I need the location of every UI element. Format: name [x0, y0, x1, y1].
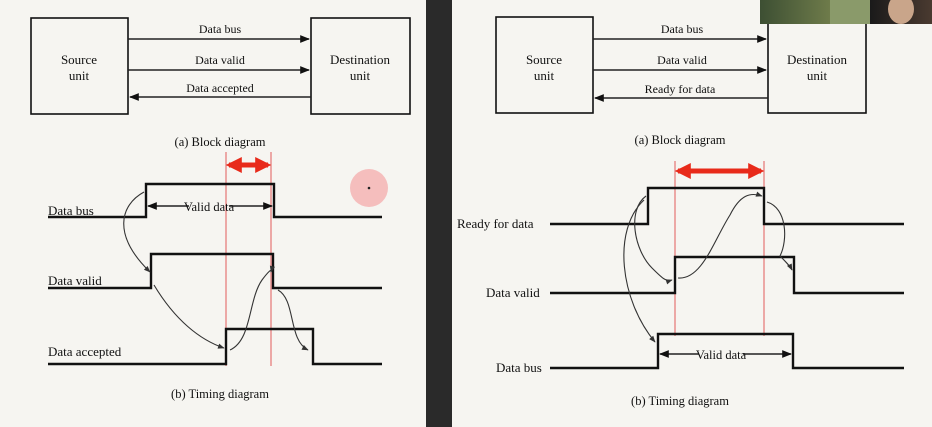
causal-curve-3	[677, 191, 763, 279]
valid-data-label: Valid data	[696, 348, 747, 362]
timing-row-data-accepted: Data accepted	[48, 344, 122, 359]
data-accepted-signal-label: Data accepted	[186, 81, 254, 95]
data-valid-waveform	[550, 255, 904, 295]
slide-gap	[426, 0, 452, 427]
webcam-feed	[760, 0, 932, 24]
left-slide: Source unit Destination unit Data bus Da…	[0, 0, 427, 427]
right-diagram: Source unit Destination unit Data bus Da…	[457, 16, 904, 408]
data-bus-signal-label: Data bus	[661, 22, 704, 36]
causal-curve-3	[229, 265, 275, 351]
causal-curve-4	[766, 201, 793, 271]
data-bus-waveform	[550, 332, 904, 370]
webcam-background-mid	[830, 0, 870, 24]
source-unit-box	[30, 17, 129, 115]
causal-curve-1	[634, 195, 673, 285]
timing-row-data-valid: Data valid	[48, 273, 102, 288]
source-unit-label-2: unit	[534, 68, 555, 83]
timing-diagram-caption: (b) Timing diagram	[171, 387, 269, 401]
data-valid-waveform	[48, 252, 382, 290]
data-valid-signal-label: Data valid	[195, 53, 245, 67]
causal-curve-1	[123, 191, 151, 273]
timing-row-data-bus: Data bus	[48, 203, 94, 218]
data-bus-signal-label: Data bus	[199, 22, 242, 36]
source-unit-box	[495, 16, 594, 114]
data-bus-waveform	[48, 182, 382, 219]
timing-row-data-bus: Data bus	[496, 360, 542, 375]
ready-for-data-signal-label: Ready for data	[645, 82, 716, 96]
source-unit-label-1: Source	[61, 52, 97, 67]
cursor-dot	[367, 186, 371, 190]
block-diagram-caption: (a) Block diagram	[175, 135, 266, 149]
ready-for-data-waveform	[550, 186, 904, 226]
timing-row-ready-for-data: Ready for data	[457, 216, 534, 231]
causal-curve-4	[277, 289, 309, 351]
source-unit-label-1: Source	[526, 52, 562, 67]
destination-unit-label-1: Destination	[787, 52, 847, 67]
data-accepted-waveform	[48, 327, 382, 366]
block-diagram-caption: (a) Block diagram	[635, 133, 726, 147]
valid-data-label: Valid data	[184, 200, 235, 214]
left-diagram: Source unit Destination unit Data bus Da…	[30, 17, 411, 401]
causal-curve-2	[153, 284, 225, 349]
destination-unit-label-1: Destination	[330, 52, 390, 67]
data-valid-signal-label: Data valid	[657, 53, 707, 67]
webcam-face	[888, 0, 914, 24]
source-unit-label-2: unit	[69, 68, 90, 83]
destination-unit-box	[310, 17, 411, 115]
causal-curve-2	[623, 199, 656, 343]
destination-unit-label-2: unit	[350, 68, 371, 83]
destination-unit-label-2: unit	[807, 68, 828, 83]
right-slide: Source unit Destination unit Data bus Da…	[452, 0, 932, 427]
timing-diagram-caption: (b) Timing diagram	[631, 394, 729, 408]
webcam-background	[760, 0, 830, 24]
timing-row-data-valid: Data valid	[486, 285, 540, 300]
